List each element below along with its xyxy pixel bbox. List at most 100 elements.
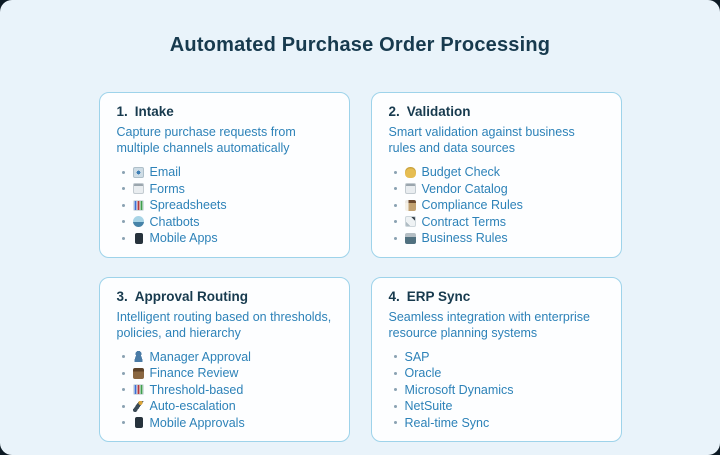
list-item: Threshold-based [121,382,333,399]
list-item: Contract Terms [393,214,605,231]
card-intake: 1. Intake Capture purchase requests from… [98,92,350,258]
bullet-dot [121,355,125,359]
list-item-label: Manager Approval [149,349,251,364]
list-item: Compliance Rules [393,197,605,214]
bullet-dot [121,170,125,174]
bullet-dot [121,236,125,240]
mobile-phone-icon [134,417,143,429]
card-validation-list: Budget Check Vendor Catalog Compliance R… [389,164,605,247]
list-item-label: NetSuite [404,399,453,414]
list-item-label: Spreadsheets [149,198,227,213]
list-item: Mobile Approvals [121,415,333,432]
money-bag-icon [404,166,416,178]
card-number: 3. [116,288,128,304]
list-item-label: Microsoft Dynamics [404,382,514,397]
bullet-dot [393,187,397,191]
bullet-dot [393,421,397,425]
bullet-dot [393,236,397,240]
list-item-label: Mobile Approvals [149,415,245,430]
list-item: NetSuite [393,398,605,415]
card-number: 4. [388,288,400,304]
runner-icon [132,400,144,412]
list-item: Forms [121,181,333,198]
list-item-label: Finance Review [149,366,239,381]
bullet-dot [393,203,397,207]
mobile-phone-icon [134,232,143,244]
bullet-dot [121,421,125,425]
bullet-dot [393,170,397,174]
list-item-label: SAP [404,349,430,364]
file-box-icon [404,199,416,211]
card-intake-header: 1. Intake [117,104,333,119]
list-item: Finance Review [121,365,333,382]
list-item-label: Forms [149,181,185,196]
list-item: Auto-escalation [121,398,333,415]
bullet-dot [393,220,397,224]
list-item: SAP [393,349,605,366]
card-title: Validation [406,104,471,119]
list-item-label: Budget Check [421,165,501,180]
clipboard-icon [404,183,416,195]
card-title: Approval Routing [134,288,249,304]
bullet-dot [121,187,125,191]
list-item: Email [121,164,333,181]
card-intake-list: Email Forms Spreadsheets Chatbots Mobile… [117,164,333,247]
list-item-label: Contract Terms [421,214,507,229]
list-item-label: Email [149,165,181,180]
person-icon [132,351,144,363]
card-title: Intake [134,104,174,119]
bullet-dot [393,388,397,392]
card-approval-routing: 3. Approval Routing Intelligent routing … [98,276,350,442]
list-item-label: Compliance Rules [421,198,523,213]
card-approval-routing-list: Manager Approval Finance Review Threshol… [117,349,333,432]
list-item-label: Real-time Sync [404,415,490,430]
page-title: Automated Purchase Order Processing [169,34,551,56]
bullet-dot [121,404,125,408]
card-approval-routing-header: 3. Approval Routing [117,289,333,304]
bullet-dot [121,220,125,224]
bookmark-tabs-icon [404,216,416,228]
list-item: Manager Approval [121,349,333,366]
clipboard-icon [132,183,144,195]
email-icon [132,166,144,178]
list-item: Spreadsheets [121,197,333,214]
list-item: Vendor Catalog [393,181,605,198]
list-item: Budget Check [393,164,605,181]
card-validation: 2. Validation Smart validation against b… [370,92,622,258]
list-item-label: Threshold-based [149,382,244,397]
card-validation-header: 2. Validation [389,104,605,119]
card-erp-sync: 4. ERP Sync Seamless integration with en… [370,276,622,442]
card-description: Capture purchase requests from multiple … [116,125,296,155]
list-item: Chatbots [121,214,333,231]
list-item: Mobile Apps [121,230,333,247]
building-icon [404,232,416,244]
card-description: Intelligent routing based on thresholds,… [116,309,332,340]
card-description: Smart validation against business rules … [388,125,575,155]
list-item: Real-time Sync [393,415,605,432]
card-description: Seamless integration with enterprise res… [388,309,591,340]
card-title: ERP Sync [406,288,471,304]
card-number: 1. [116,104,128,119]
cards-grid: 1. Intake Capture purchase requests from… [0,92,720,442]
list-item: Microsoft Dynamics [393,382,605,399]
briefcase-icon [132,367,144,379]
list-item-label: Vendor Catalog [421,181,508,196]
list-item: Oracle [393,365,605,382]
bar-chart-icon [132,199,144,211]
list-item-label: Oracle [404,366,442,381]
bullet-dot [121,203,125,207]
card-erp-sync-list: SAP Oracle Microsoft Dynamics NetSuite R… [389,349,605,432]
robot-icon [132,216,144,228]
list-item-label: Auto-escalation [149,399,236,414]
bullet-dot [393,355,397,359]
card-number: 2. [388,104,400,119]
bar-chart-icon [132,384,144,396]
list-item-label: Chatbots [149,214,200,229]
bullet-dot [393,371,397,375]
bullet-dot [121,388,125,392]
list-item: Business Rules [393,230,605,247]
list-item-label: Business Rules [421,231,508,246]
card-erp-sync-header: 4. ERP Sync [389,289,605,304]
list-item-label: Mobile Apps [149,231,218,246]
